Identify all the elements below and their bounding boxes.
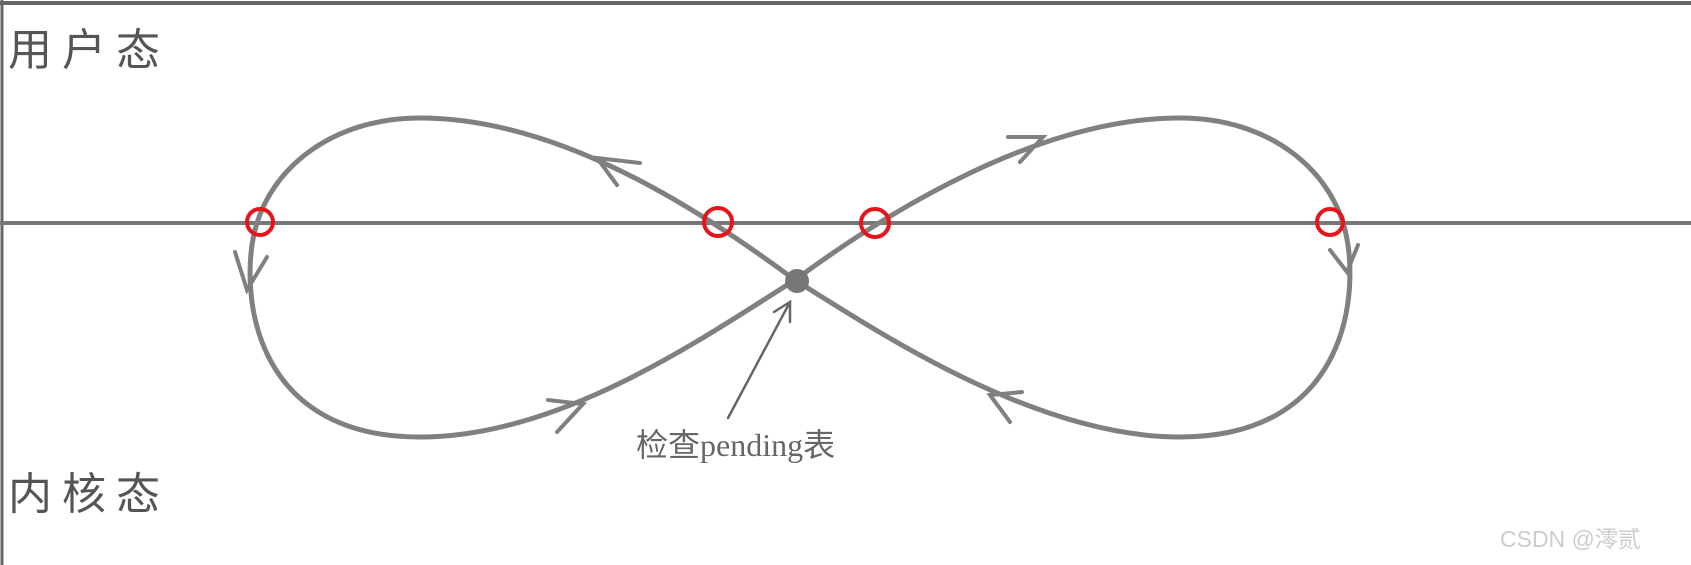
kernel-mode-label: 内核态	[8, 469, 170, 520]
watermark: CSDN @澪贰	[1500, 526, 1641, 552]
arrow-head-icon	[1006, 135, 1048, 164]
pending-check-point	[785, 269, 809, 293]
arrow-head-icon	[546, 398, 588, 434]
arrow-head-icon	[233, 250, 269, 295]
annotation-arrow	[726, 299, 792, 420]
boundary-crossing-marker	[859, 207, 891, 239]
boundary-crossing-marker	[702, 206, 734, 238]
boundary-crossing-marker	[245, 207, 275, 237]
pending-check-annotation: 检查pending表	[636, 427, 836, 463]
boundary-crossing-marker	[1315, 207, 1345, 237]
arrow-head-icon	[1328, 243, 1360, 276]
arrow-head-icon	[986, 390, 1024, 424]
arrow-head-icon	[592, 155, 642, 187]
user-mode-label: 用户态	[8, 25, 170, 76]
